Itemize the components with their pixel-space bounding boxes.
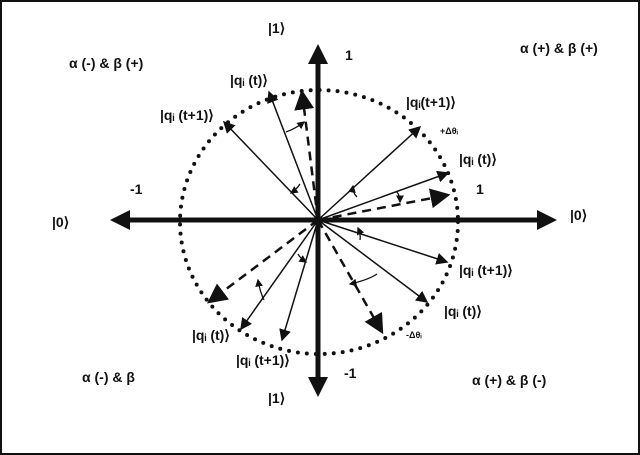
vector-label-q3-t: |qᵢ (t)⟩: [192, 327, 230, 343]
tick-left: -1: [130, 181, 143, 197]
quadrant-label-q1: α (+) & β (+): [520, 40, 598, 56]
dashed-vector-q3: [207, 219, 319, 304]
state-label-left: |0⟩: [52, 214, 70, 230]
dashed-vector-q1: [317, 188, 451, 222]
vector-label-q4-t1: |qᵢ (t+1)⟩: [459, 262, 513, 278]
vector-q2-t: [267, 90, 319, 221]
rotation-arrows: [255, 121, 404, 301]
arrow-left-icon: [110, 210, 130, 230]
state-label-right: |0⟩: [570, 207, 588, 223]
vector-label-q1-t: |qᵢ (t)⟩: [459, 151, 497, 167]
vector-label-q4-t: |qᵢ (t)⟩: [444, 303, 482, 319]
tick-bottom: -1: [344, 365, 357, 381]
tick-top: 1: [345, 47, 353, 63]
vector-q2-t1: [222, 120, 319, 221]
arrow-right-icon: [537, 210, 557, 230]
vector-q3-t: [240, 219, 319, 331]
dashed-vector-q4: [316, 219, 384, 335]
vector-q4-t1: [317, 219, 449, 265]
vector-q3-t1: [279, 219, 319, 342]
vector-q1-t1: [317, 125, 422, 221]
vector-label-q3-t1: |qᵢ (t+1)⟩: [236, 352, 290, 368]
dashed-vector-q2: [294, 89, 320, 221]
delta-label-plus: +Δθᵢ: [440, 126, 458, 136]
quadrant-label-q4: α (+) & β (-): [472, 372, 547, 388]
arrow-down-icon: [308, 377, 328, 397]
vector-q1-t: [317, 170, 450, 221]
tick-right: 1: [476, 181, 484, 197]
state-label-top: |1⟩: [268, 20, 286, 36]
delta-label-minus: -Δθᵢ: [406, 330, 422, 340]
quadrant-label-q2: α (-) & β (+): [69, 55, 144, 71]
axes: [110, 44, 557, 397]
quadrant-label-q3: α (-) & β: [82, 369, 135, 385]
vector-q4-t: [317, 219, 429, 303]
arrow-up-icon: [308, 44, 328, 64]
vector-label-q1-t1: |qᵢ(t+1)⟩: [406, 94, 456, 110]
state-label-bottom: |1⟩: [268, 390, 286, 406]
vector-label-q2-t: |qᵢ (t)⟩: [230, 72, 268, 88]
vector-label-q2-t1: |qᵢ (t+1)⟩: [160, 107, 214, 123]
